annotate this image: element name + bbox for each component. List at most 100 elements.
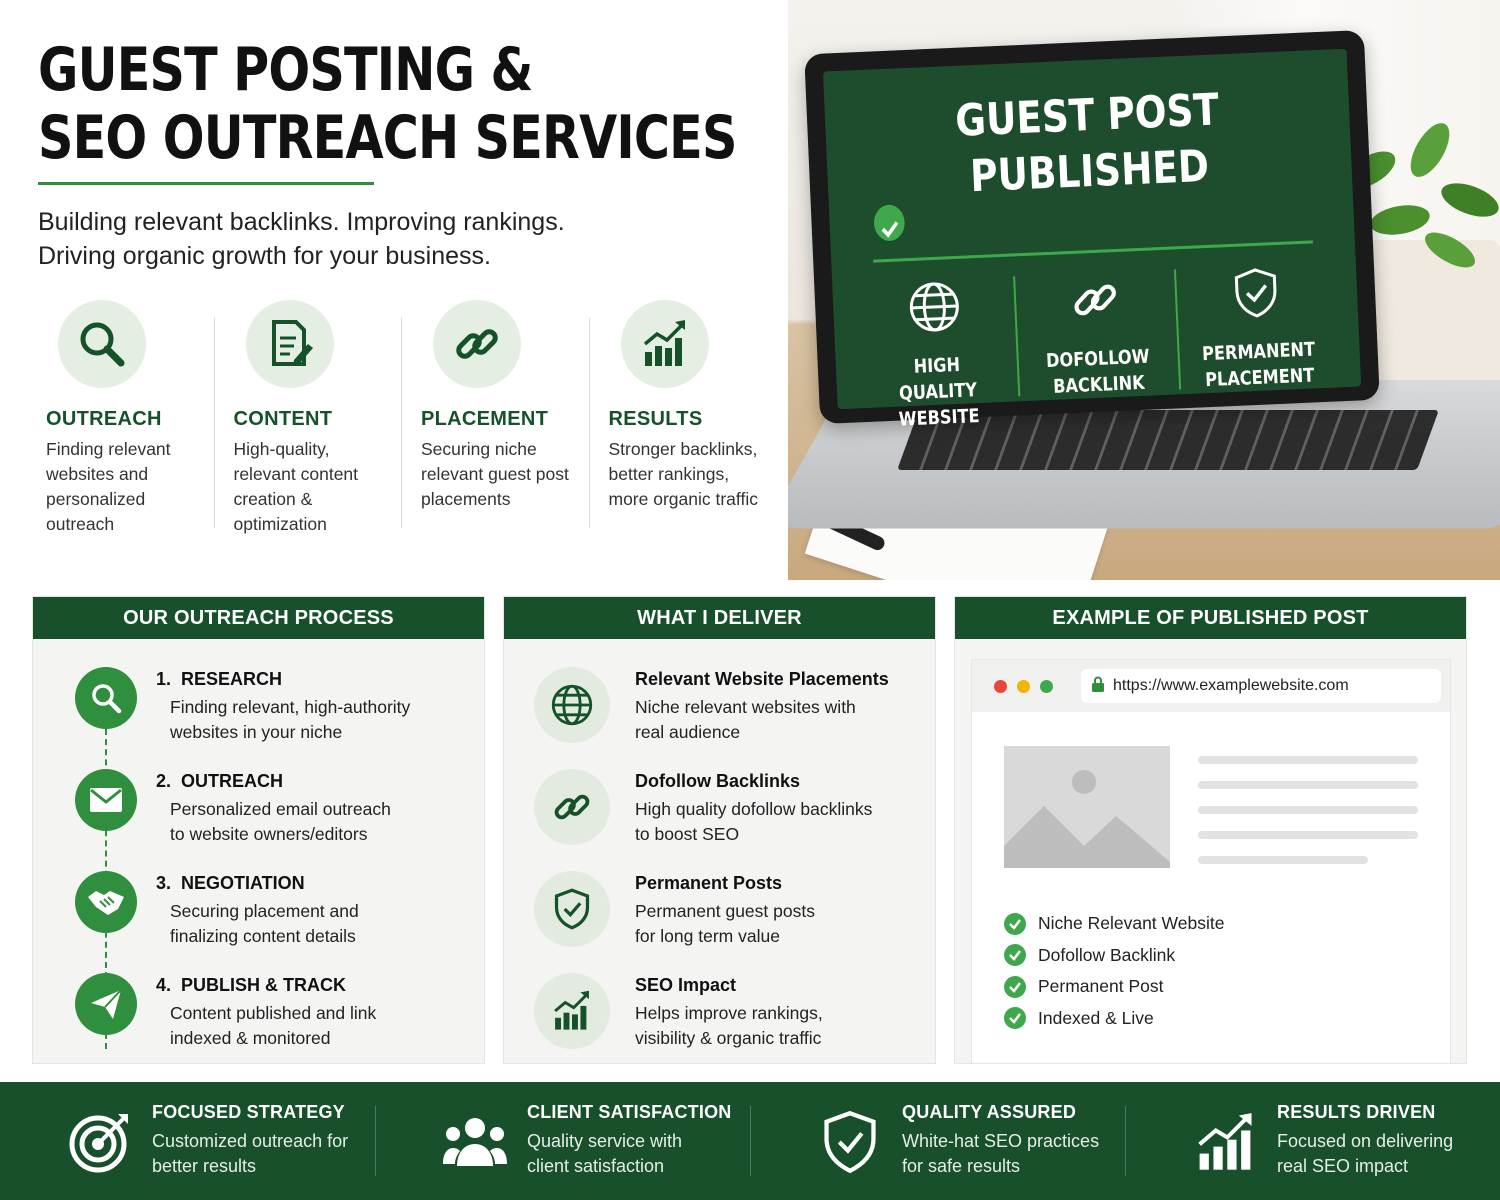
deliverables-list: Relevant Website Placements Niche releva… <box>504 639 935 1075</box>
paper-plane-icon <box>75 973 137 1035</box>
checklist-item: Indexed & Live <box>1004 1003 1224 1035</box>
browser-toolbar: https://www.examplewebsite.com <box>972 660 1450 712</box>
check-circle-icon <box>1004 912 1026 935</box>
shield-check-icon <box>1230 268 1285 325</box>
feature-results: RESULTS Stronger backlinks, better ranki… <box>588 300 781 540</box>
image-placeholder-icon <box>1004 746 1170 868</box>
deliverable-backlinks: Dofollow Backlinks High quality dofollow… <box>504 769 935 871</box>
process-steps: 1.RESEARCH Finding relevant, high-author… <box>33 639 484 1075</box>
screen-title-line-2: PUBLISHED <box>866 134 1315 245</box>
page-subtitle: Building relevant backlinks. Improving r… <box>38 205 738 273</box>
panel-heading: WHAT I DELIVER <box>504 597 935 639</box>
feature-columns: OUTREACH Finding relevant websites and p… <box>30 300 780 540</box>
step-number: 3. <box>156 873 172 893</box>
document-edit-icon <box>245 300 334 388</box>
step-title: NEGOTIATION <box>181 873 305 893</box>
subtitle-line-2: Driving organic growth for your business… <box>38 242 491 270</box>
feature-text: Securing niche relevant guest post place… <box>421 439 569 509</box>
footer-bar: FOCUSED STRATEGY Customized outreach for… <box>0 1082 1500 1200</box>
check-circle-icon <box>1004 1007 1026 1030</box>
search-icon <box>75 667 137 729</box>
feature-text: Stronger backlinks, better rankings, mor… <box>608 439 758 509</box>
check-circle-icon <box>1004 944 1026 967</box>
feature-title: CONTENT <box>233 408 333 430</box>
deliverable-title: Relevant Website Placements <box>635 669 889 689</box>
page-title-line-2: SEO OUTREACH SERVICES <box>38 103 737 173</box>
panel-heading: OUR OUTREACH PROCESS <box>33 597 484 639</box>
footer-title: RESULTS DRIVEN <box>1277 1102 1436 1122</box>
browser-mockup: https://www.examplewebsite.com Niche Rel… <box>971 659 1451 1064</box>
footer-title: FOCUSED STRATEGY <box>152 1102 345 1122</box>
growth-chart-icon <box>1185 1102 1265 1182</box>
deliverable-text: Helps improve rankings,visibility & orga… <box>635 1003 823 1048</box>
page-title-line-1: GUEST POSTING & <box>38 35 533 105</box>
outreach-process-panel: OUR OUTREACH PROCESS 1.RESEARCH Finding … <box>32 596 485 1064</box>
growth-chart-icon <box>534 973 610 1049</box>
checklist-item: Dofollow Backlink <box>1004 940 1224 972</box>
link-icon <box>433 300 521 388</box>
window-minimize-dot <box>1017 679 1030 693</box>
address-bar: https://www.examplewebsite.com <box>1081 669 1441 703</box>
check-circle-icon <box>873 204 906 242</box>
step-title: PUBLISH & TRACK <box>181 975 347 995</box>
feature-text: Finding relevant websites and personaliz… <box>46 439 171 534</box>
feature-text: High-quality, relevant content creation … <box>233 439 359 534</box>
feature-title: OUTREACH <box>46 408 162 430</box>
search-icon <box>58 300 146 388</box>
screen-divider <box>873 240 1313 263</box>
feature-outreach: OUTREACH Finding relevant websites and p… <box>30 300 218 540</box>
text-placeholder-lines <box>1198 756 1418 881</box>
deliverable-placements: Relevant Website Placements Niche releva… <box>504 667 935 769</box>
plant-icon <box>1344 123 1499 268</box>
feature-title: RESULTS <box>608 408 703 430</box>
page-title: GUEST POSTING & SEO OUTREACH SERVICES <box>38 35 737 173</box>
step-number: 4. <box>156 975 172 995</box>
step-title: OUTREACH <box>181 771 284 791</box>
feature-placement: PLACEMENT Securing niche relevant guest … <box>401 300 593 540</box>
feature-content: CONTENT High-quality, relevant content c… <box>213 300 406 540</box>
link-icon <box>1069 284 1124 332</box>
post-checklist: Niche Relevant Website Dofollow Backlink… <box>1004 908 1224 1034</box>
step-number: 1. <box>156 669 172 689</box>
deliverable-title: Permanent Posts <box>635 873 783 893</box>
handshake-icon <box>75 871 137 933</box>
subtitle-line-1: Building relevant backlinks. Improving r… <box>38 208 565 236</box>
globe-icon <box>908 282 963 339</box>
window-maximize-dot <box>1040 679 1053 693</box>
footer-client-satisfaction: CLIENT SATISFACTION Quality service with… <box>375 1082 750 1200</box>
feature-title: PLACEMENT <box>421 408 549 430</box>
footer-focused-strategy: FOCUSED STRATEGY Customized outreach for… <box>0 1082 375 1200</box>
check-circle-icon <box>1004 975 1026 998</box>
checklist-item: Permanent Post <box>1004 971 1224 1003</box>
deliverable-title: SEO Impact <box>635 975 737 995</box>
target-icon <box>60 1102 140 1182</box>
example-post-panel: EXAMPLE OF PUBLISHED POST https://www.ex… <box>954 596 1467 1064</box>
panel-heading: EXAMPLE OF PUBLISHED POST <box>955 597 1466 639</box>
shield-check-icon <box>534 871 610 947</box>
step-title: RESEARCH <box>181 669 283 689</box>
screen-title: GUEST POST PUBLISHED <box>863 78 1314 245</box>
step-number: 2. <box>156 771 172 791</box>
checklist-item: Niche Relevant Website <box>1004 908 1224 940</box>
globe-icon <box>534 667 610 743</box>
shield-check-icon <box>810 1102 890 1182</box>
title-underline <box>38 182 374 185</box>
users-icon <box>435 1102 515 1182</box>
